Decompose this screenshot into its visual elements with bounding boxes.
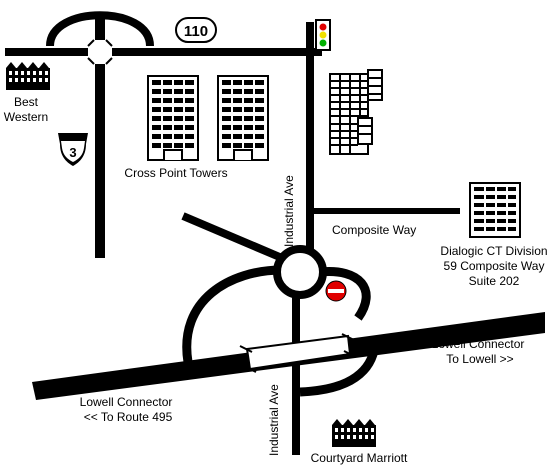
labels: Best Western Cross Point Towers Industri… [4, 95, 548, 465]
route-3-shield-icon: 3 [58, 133, 88, 166]
destination-suite: Suite 202 [469, 274, 520, 288]
cross-point-towers-label: Cross Point Towers [124, 166, 227, 180]
courtyard-marriott-hotel-icon [332, 419, 376, 447]
cross-point-towers-icon [147, 75, 269, 161]
office-building-upper-icon [329, 69, 383, 125]
office-building-lower-icon [329, 117, 373, 155]
lowell-connector-west-label-line2: << To Route 495 [84, 410, 173, 424]
lowell-connector-east-label-line2: To Lowell >> [446, 352, 513, 366]
best-western-label-line2: Western [4, 110, 48, 124]
destination-street: 59 Composite Way [444, 259, 545, 273]
industrial-ave-south-label: Industrial Ave [267, 384, 281, 456]
diagonal-road [181, 212, 284, 262]
destination-name: Dialogic CT Division [440, 244, 547, 258]
dialogic-building-icon [469, 182, 521, 238]
best-western-hotel-icon [6, 62, 50, 90]
route-3-interchange [87, 39, 113, 65]
composite-way-label: Composite Way [332, 223, 416, 237]
route-110-label: 110 [184, 23, 208, 40]
route-110-shield-icon: 110 [175, 17, 217, 43]
best-western-label-line1: Best [14, 95, 39, 109]
do-not-enter-icon [325, 280, 347, 302]
route-3-label: 3 [69, 145, 76, 160]
traffic-light-icon [315, 19, 331, 51]
lowell-connector-west-label-line1: Lowell Connector [80, 395, 173, 409]
rotary [273, 245, 327, 299]
industrial-ave-north-label: Industrial Ave [282, 175, 296, 247]
courtyard-marriott-label: Courtyard Marriott [311, 451, 408, 465]
lowell-connector-east-label-line1: Lowell Connector [432, 337, 525, 351]
